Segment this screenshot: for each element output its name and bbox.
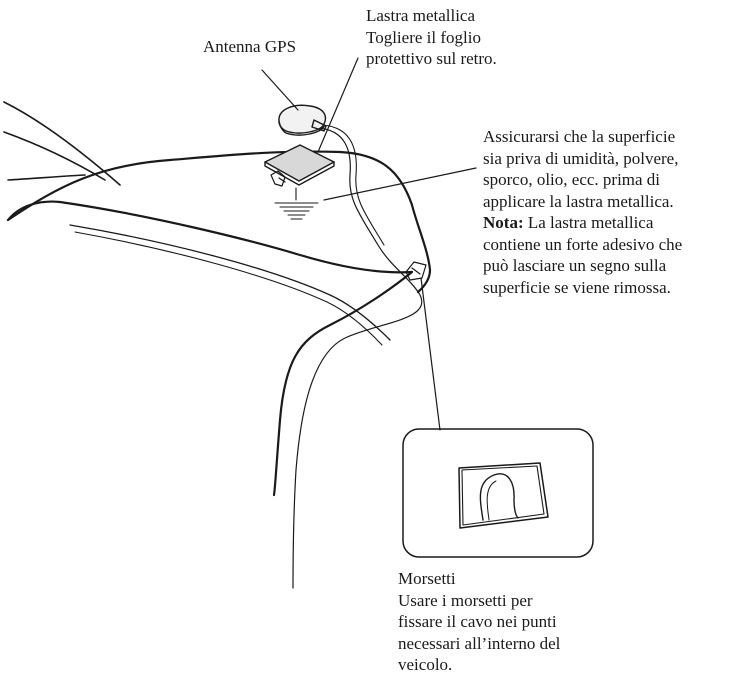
roof-outline [6, 150, 432, 497]
label-plate-line-3: protettivo sul retro. [366, 49, 497, 68]
clip-on-roof [405, 261, 427, 281]
gps-antenna [278, 104, 327, 136]
ground-symbol [274, 187, 319, 220]
label-plate-line-1: Lastra metallica [366, 6, 476, 25]
label-clamp-line-5: veicolo. [398, 655, 453, 674]
note-keyword: Nota: [483, 213, 524, 232]
label-antenna-gps-text: Antenna GPS [203, 37, 297, 56]
note-first-line-text: La lastra metallica [523, 213, 654, 232]
label-surface-line-3: sporco, olio, ecc. prima di [483, 170, 661, 189]
label-surface-line-1: Assicurarsi che la superficie [483, 127, 676, 146]
note-line-3: può lasciare un segno sulla [483, 256, 667, 275]
label-plate-line-2: Togliere il foglio [366, 27, 481, 47]
roof-crease [69, 224, 391, 341]
label-clamp-line-1: Morsetti [398, 569, 456, 588]
label-surface-line-4: applicare la lastra metallica. [483, 191, 674, 211]
label-antenna-gps: Antenna GPS [203, 36, 296, 58]
label-clamps: Morsetti Usare i morsetti per fissare il… [398, 568, 560, 676]
label-clamp-line-4: necessari all’interno del [398, 633, 561, 653]
label-clamp-line-3: fissare il cavo nei punti [398, 612, 557, 631]
roof-crease-inner [74, 231, 383, 346]
leader-lines [261, 57, 477, 431]
label-surface-line-2: sia priva di umidità, polvere, [483, 148, 679, 168]
antenna-cable-shadow [321, 124, 385, 246]
label-clamp-line-2: Usare i morsetti per [398, 590, 533, 610]
metal-plate [264, 144, 335, 186]
clip-near-plate [270, 170, 286, 187]
label-metal-plate: Lastra metallica Togliere il foglio prot… [366, 5, 497, 70]
clamp-detail-box [402, 428, 594, 558]
note-line-4: superficie se viene rimossa. [483, 277, 671, 297]
note-line-2: contiene un forte adesivo che [483, 234, 683, 254]
note-first-line: Nota: La lastra metallica [483, 212, 682, 234]
label-surface-instructions: Assicurarsi che la superficie sia priva … [483, 126, 682, 298]
antenna-cable [292, 127, 423, 589]
